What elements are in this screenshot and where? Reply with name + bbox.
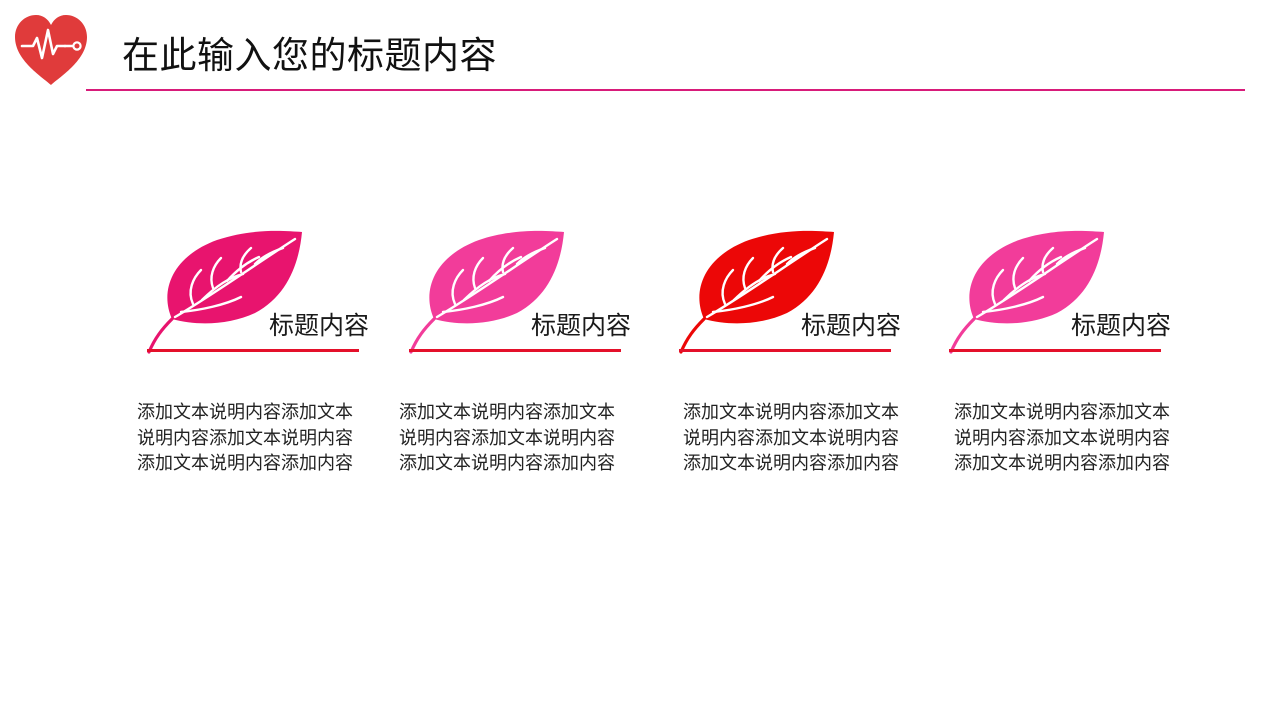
card-underline [949, 349, 1161, 352]
leaf-veins [435, 237, 559, 319]
card-underline [409, 349, 621, 352]
leaf-stem [409, 317, 436, 354]
leaf-icon [949, 230, 1104, 354]
leaf-icon [147, 230, 302, 354]
leaf-stem [679, 317, 706, 354]
feature-card-2: 标题内容 添加文本说明内容添加文本说明内容添加文本说明内容添加文本说明内容添加内… [399, 226, 637, 516]
card-underline [679, 349, 891, 352]
card-title: 标题内容 [1070, 311, 1171, 340]
card-title: 标题内容 [530, 311, 631, 340]
page-title: 在此输入您的标题内容 [122, 34, 497, 77]
heart-pulse-icon [15, 15, 87, 85]
heartbeat-dot [72, 41, 82, 51]
heartbeat-line [20, 28, 67, 60]
leaf-stem [949, 317, 976, 354]
title-divider [86, 89, 1245, 91]
leaf-veins [173, 237, 297, 319]
leaf-veins [975, 237, 1099, 319]
feature-card-3: 标题内容 添加文本说明内容添加文本说明内容添加文本说明内容添加文本说明内容添加内… [677, 226, 907, 516]
feature-card-1: 标题内容 添加文本说明内容添加文本说明内容添加文本说明内容添加文本说明内容添加内… [137, 226, 375, 516]
leaf-stem [147, 317, 174, 354]
card-description: 添加文本说明内容添加文本说明内容添加文本说明内容添加文本说明内容添加内容 [683, 402, 899, 474]
card-title: 标题内容 [800, 311, 901, 340]
card-title: 标题内容 [268, 311, 369, 340]
leaf-icon [679, 230, 834, 354]
feature-card-4: 标题内容 添加文本说明内容添加文本说明内容添加文本说明内容添加文本说明内容添加内… [947, 226, 1177, 516]
card-underline [147, 349, 359, 352]
card-description: 添加文本说明内容添加文本说明内容添加文本说明内容添加文本说明内容添加内容 [399, 402, 615, 474]
card-description: 添加文本说明内容添加文本说明内容添加文本说明内容添加文本说明内容添加内容 [954, 402, 1170, 474]
leaf-icon [409, 230, 564, 354]
card-description: 添加文本说明内容添加文本说明内容添加文本说明内容添加文本说明内容添加内容 [137, 402, 353, 474]
leaf-veins [705, 237, 829, 319]
